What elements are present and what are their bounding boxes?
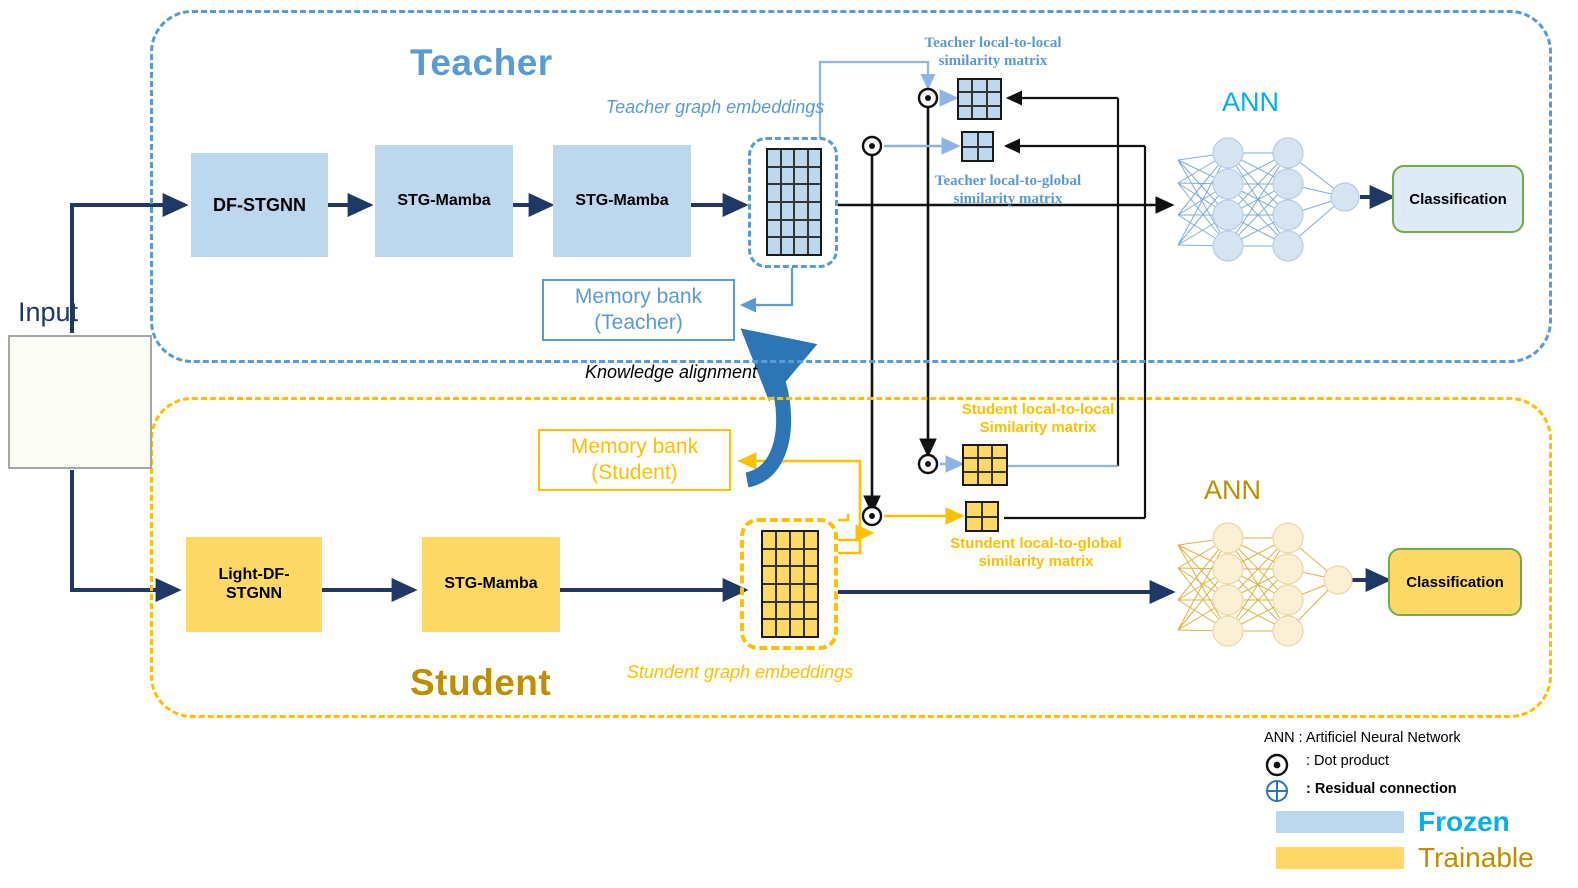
- teacher-local-to-global-matrix: [961, 131, 994, 162]
- student-block-label-1: STG-Mamba: [444, 575, 538, 593]
- teacher-block-stg-mamba-1[interactable]: STG-Mamba: [375, 145, 513, 257]
- student-embedding-matrix: [761, 530, 819, 638]
- student-block-stg-mamba[interactable]: STG-Mamba: [422, 537, 560, 632]
- student-ll-caption-l2: Similarity matrix: [979, 419, 1097, 436]
- legend-frozen-swatch: [1276, 811, 1404, 833]
- teacher-classification-label: Classification: [1409, 190, 1507, 208]
- student-embeddings-wrapper: [740, 518, 838, 650]
- teacher-region: [150, 10, 1552, 363]
- input-label: Input: [18, 297, 79, 327]
- student-ann-label: ANN: [1204, 475, 1262, 505]
- legend-trainable-swatch: [1276, 847, 1404, 869]
- student-local-to-local-matrix: [962, 444, 1008, 486]
- teacher-embedding-matrix: [766, 148, 822, 256]
- legend-dot-row: : Dot product: [1262, 748, 1562, 774]
- student-block-label-0-l1: Light-DF-: [218, 566, 290, 584]
- teacher-block-df-stgnn[interactable]: DF-STGNN: [191, 153, 328, 257]
- legend-residual-row: : Residual connection: [1262, 776, 1562, 802]
- teacher-memory-bank-line1: Memory bank: [574, 284, 703, 308]
- student-memory-bank[interactable]: Memory bank (Student): [538, 429, 731, 491]
- teacher-embeddings-wrapper: [748, 137, 838, 268]
- teacher-local-to-local-matrix: [957, 78, 1002, 120]
- legend-residual-text: : Residual connection: [1306, 781, 1457, 797]
- legend-ann-row: ANN : Artificiel Neural Network: [1262, 730, 1562, 746]
- student-embeddings-caption: Stundent graph embeddings: [626, 662, 854, 682]
- teacher-local-to-local-caption: Teacher local-to-local similarity matrix: [898, 34, 1088, 70]
- legend-frozen-label: Frozen: [1418, 806, 1510, 837]
- legend-trainable-row: Trainable: [1262, 842, 1562, 874]
- student-classification-box[interactable]: Classification: [1388, 548, 1522, 616]
- student-lg-caption-l2: similarity matrix: [978, 553, 1094, 570]
- teacher-block-label-2: STG-Mamba: [575, 191, 669, 209]
- student-region: [150, 397, 1552, 718]
- legend-ann-text: ANN : Artificiel Neural Network: [1264, 730, 1461, 746]
- student-block-light-df-stgnn[interactable]: Light-DF- STGNN: [186, 537, 322, 632]
- teacher-ll-caption-l1: Teacher local-to-local: [924, 35, 1062, 51]
- student-local-to-global-caption: Stundent local-to-global similarity matr…: [932, 535, 1140, 571]
- legend-frozen-row: Frozen: [1262, 806, 1562, 838]
- student-memory-bank-line2: (Student): [591, 461, 678, 484]
- student-block-label-0-l2: STGNN: [226, 584, 282, 602]
- legend: ANN : Artificiel Neural Network : Dot pr…: [1262, 730, 1562, 874]
- knowledge-alignment-label: Knowledge alignment: [584, 362, 758, 382]
- teacher-memory-bank-line2: (Teacher): [594, 311, 683, 334]
- teacher-lg-caption-l1: Teacher local-to-global: [934, 173, 1082, 189]
- student-local-to-global-matrix: [965, 501, 999, 532]
- student-title: Student: [410, 662, 552, 703]
- teacher-ann-label: ANN: [1222, 87, 1280, 117]
- input-skeleton-image: [8, 335, 152, 469]
- student-ll-caption-l1: Student local-to-local: [961, 401, 1115, 418]
- teacher-classification-box[interactable]: Classification: [1392, 165, 1524, 233]
- teacher-embeddings-caption: Teacher graph embeddings: [605, 97, 825, 117]
- teacher-memory-bank[interactable]: Memory bank (Teacher): [542, 279, 735, 341]
- teacher-lg-caption-l2: similarity matrix: [953, 191, 1063, 207]
- student-lg-caption-l1: Stundent local-to-global: [950, 535, 1122, 552]
- teacher-local-to-global-caption: Teacher local-to-global similarity matri…: [908, 172, 1108, 208]
- teacher-block-label-0: DF-STGNN: [213, 194, 306, 215]
- legend-trainable-label: Trainable: [1418, 842, 1534, 873]
- teacher-block-label-1: STG-Mamba: [397, 191, 491, 209]
- student-memory-bank-line1: Memory bank: [570, 434, 699, 458]
- student-classification-label: Classification: [1406, 573, 1504, 591]
- teacher-ll-caption-l2: similarity matrix: [938, 53, 1048, 69]
- teacher-title: Teacher: [410, 42, 553, 83]
- legend-dot-product-text: : Dot product: [1306, 753, 1390, 769]
- teacher-block-stg-mamba-2[interactable]: STG-Mamba: [553, 145, 691, 257]
- student-local-to-local-caption: Student local-to-local Similarity matrix: [940, 401, 1136, 437]
